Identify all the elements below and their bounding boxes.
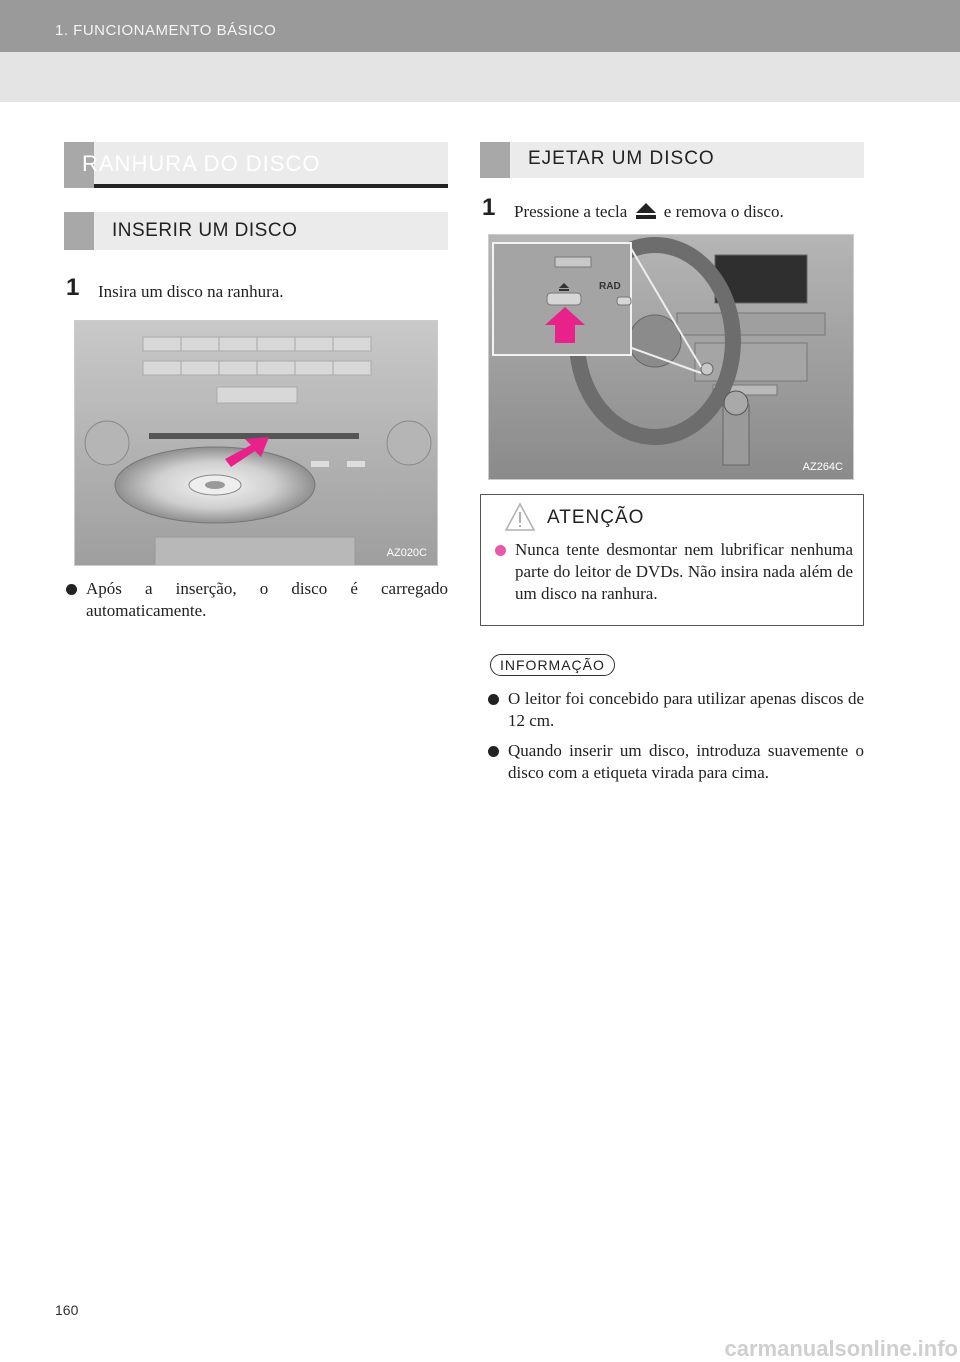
- step-eject: 1 Pressione a tecla e remova o disco.: [480, 196, 864, 224]
- step-number: 1: [482, 194, 496, 221]
- step-number: 1: [66, 274, 80, 301]
- section-header-ejetar: EJETAR UM DISCO: [480, 142, 864, 178]
- info-header: INFORMAÇÃO: [490, 654, 864, 676]
- figure-code: AZ264C: [802, 461, 843, 473]
- subsection-title: INSERIR UM DISCO: [112, 220, 298, 241]
- chapter-title: 1. FUNCIONAMENTO BÁSICO: [55, 22, 277, 39]
- warning-box: ATENÇÃO Nunca tente desmontar nem lubrif…: [480, 494, 864, 626]
- chapter-header-band: 1. FUNCIONAMENTO BÁSICO: [0, 0, 960, 52]
- subsection-header-inserir: INSERIR UM DISCO: [64, 212, 448, 250]
- step-insert: 1 Insira um disco na ranhura.: [64, 276, 448, 304]
- bullet-autoload: Após a inserção, o disco é carregado aut…: [64, 578, 448, 622]
- info-text-2: Quando inserir um disco, introduza suave…: [508, 741, 864, 782]
- left-column: RANHURA DO DISCO INSERIR UM DISCO 1 Insi…: [64, 142, 448, 622]
- disc-slot-illustration: [75, 321, 437, 565]
- section-title: RANHURA DO DISCO: [82, 151, 321, 176]
- section-header-ranhura: RANHURA DO DISCO: [64, 142, 448, 188]
- step-text-before: Pressione a tecla: [514, 202, 628, 221]
- eject-icon: [635, 203, 656, 219]
- info-item-2: Quando inserir um disco, introduza suave…: [486, 740, 864, 784]
- page-number: 160: [55, 1302, 79, 1318]
- figure-disc-slot: AZ020C: [74, 320, 438, 566]
- watermark: carmanualsonline.info: [724, 1336, 959, 1361]
- info-text-1: O leitor foi concebido para utilizar ape…: [508, 689, 864, 730]
- insert-arrow-icon: [225, 437, 269, 467]
- step-text-after: e remova o disco.: [663, 202, 784, 221]
- svg-text:RAD: RAD: [599, 281, 621, 292]
- bullet-text: Após a inserção, o disco é carregado aut…: [86, 579, 448, 620]
- dashboard-illustration: RAD: [489, 235, 853, 479]
- info-title: INFORMAÇÃO: [490, 654, 615, 676]
- press-arrow-icon: [545, 307, 585, 343]
- step-text: Insira um disco na ranhura.: [98, 282, 284, 301]
- warning-text: Nunca tente desmontar nem lubrificar nen…: [515, 540, 853, 603]
- warning-title: ATENÇÃO: [547, 507, 645, 528]
- figure-dashboard: RAD AZ264C: [488, 234, 854, 480]
- right-column: EJETAR UM DISCO 1 Pressione a tecla e re…: [480, 142, 864, 784]
- warning-item: Nunca tente desmontar nem lubrificar nen…: [493, 539, 853, 605]
- warning-triangle-icon: [505, 503, 535, 531]
- chapter-sub-band: [0, 52, 960, 102]
- figure-code: AZ020C: [386, 547, 427, 559]
- info-item-1: O leitor foi concebido para utilizar ape…: [486, 688, 864, 732]
- section-title: EJETAR UM DISCO: [528, 148, 715, 169]
